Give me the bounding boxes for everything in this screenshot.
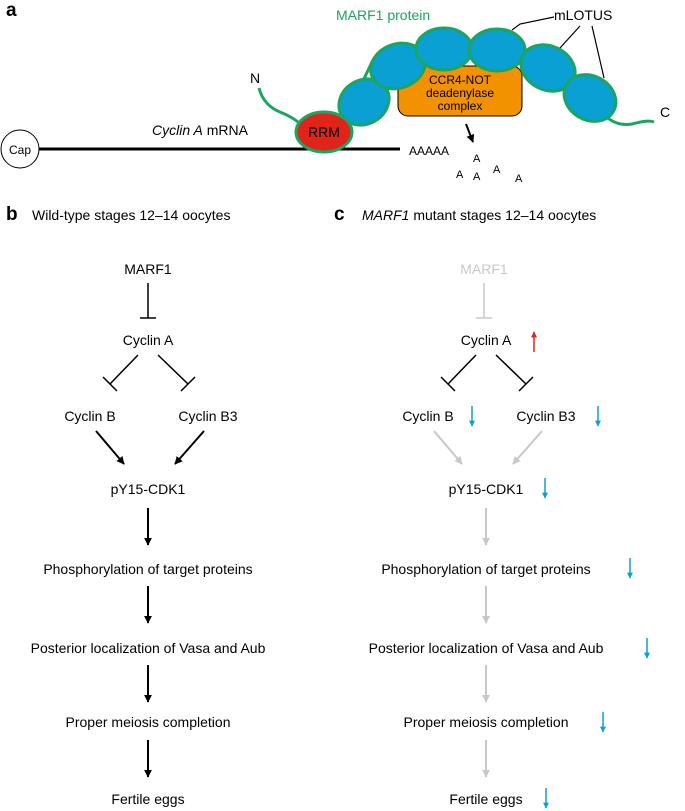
mlotus-label: mLOTUS (554, 7, 612, 23)
c-inhibit-cyclin-a-cyclin-b (447, 354, 477, 385)
mlotus-leader-3 (591, 25, 605, 79)
c-node-marf1: MARF1 (460, 261, 508, 277)
mrna-suffix: mRNA (203, 122, 249, 138)
b-node-phospho: Phosphorylation of target proteins (43, 561, 252, 577)
c-arrow-cyclin-b3-cdk1 (512, 430, 543, 465)
panel-a: a Cap Cyclin A mRNA AAAAA A A A A A N C … (0, 0, 670, 185)
b-node-marf1: MARF1 (124, 261, 172, 277)
c-inhibit-cyclin-a-cyclin-b3 (495, 354, 527, 385)
c-node-phospho: Phosphorylation of target proteins (381, 561, 590, 577)
panel-c-title: MARF1 mutant stages 12–14 oocytes (362, 207, 596, 223)
c-arrow-cyclin-b-cdk1 (433, 430, 463, 465)
c-node-posterior: Posterior localization of Vasa and Aub (369, 640, 604, 656)
c-node-eggs: Fertile eggs (449, 791, 522, 807)
c-node-cyclin-a: Cyclin A (461, 332, 512, 348)
mlotus-leader-1 (511, 16, 555, 31)
c-terminus-label: C (660, 104, 670, 120)
b-arrow-cyclin-b-cdk1 (95, 430, 125, 465)
panel-b-title: Wild-type stages 12–14 oocytes (32, 207, 230, 223)
mrna-label: Cyclin A mRNA (152, 122, 249, 138)
rrm-label: RRM (308, 124, 340, 140)
polya-tail: AAAAA (409, 144, 449, 158)
mlotus-domain-3 (414, 26, 474, 72)
released-a-3: A (456, 169, 464, 181)
c-inhibit-bar-3 (518, 376, 534, 392)
c-node-meiosis: Proper meiosis completion (404, 714, 569, 730)
panel-a-letter: a (6, 0, 17, 21)
complex-line-3: complex (438, 99, 483, 113)
released-a-5: A (515, 173, 523, 185)
b-inhibit-bar-3 (180, 376, 196, 392)
complex-line-2: deadenylase (426, 86, 494, 100)
mrna-gene: Cyclin A (152, 122, 203, 138)
mlotus-domain-6 (562, 73, 618, 123)
deadenylation-arrow (465, 123, 475, 143)
mlotus-domain-4 (467, 27, 527, 73)
b-node-cdk1: pY15-CDK1 (111, 481, 186, 497)
b-node-cyclin-b: Cyclin B (64, 408, 115, 424)
rrm-domain (294, 110, 354, 154)
complex-line-1: CCR4-NOT (429, 73, 492, 87)
protein-label: MARF1 protein (336, 7, 430, 23)
panel-c-title-gene: MARF1 (362, 207, 409, 223)
b-node-cyclin-b3: Cyclin B3 (178, 408, 237, 424)
panel-c-title-rest: mutant stages 12–14 oocytes (409, 207, 596, 223)
released-a-4: A (473, 171, 481, 183)
c-node-cyclin-b3: Cyclin B3 (516, 408, 575, 424)
b-arrow-cyclin-b3-cdk1 (174, 430, 205, 465)
c-node-cyclin-b: Cyclin B (402, 408, 453, 424)
released-a-2: A (493, 164, 501, 176)
c-node-cdk1: pY15-CDK1 (449, 481, 524, 497)
mlotus-leader-2 (559, 25, 581, 49)
c-inhibit-bar-2 (440, 376, 456, 392)
cap-label: Cap (9, 143, 31, 157)
panel-c: c MARF1 mutant stages 12–14 oocytes MARF… (334, 204, 650, 809)
cap-circle (0, 129, 40, 169)
b-inhibit-bar-2 (102, 376, 118, 392)
panel-c-letter: c (334, 204, 345, 225)
b-node-eggs: Fertile eggs (111, 791, 184, 807)
released-a-1: A (473, 153, 481, 165)
b-node-posterior: Posterior localization of Vasa and Aub (31, 640, 266, 656)
b-inhibit-cyclin-a-cyclin-b (109, 354, 139, 385)
n-terminal-tail (257, 87, 304, 127)
panel-b: b Wild-type stages 12–14 oocytes MARF1 C… (6, 204, 266, 807)
c-terminal-tail (603, 113, 655, 126)
n-terminus-label: N (250, 70, 260, 86)
panel-b-letter: b (6, 204, 18, 225)
b-node-meiosis: Proper meiosis completion (66, 714, 231, 730)
b-node-cyclin-a: Cyclin A (123, 332, 174, 348)
b-inhibit-cyclin-a-cyclin-b3 (157, 354, 189, 385)
